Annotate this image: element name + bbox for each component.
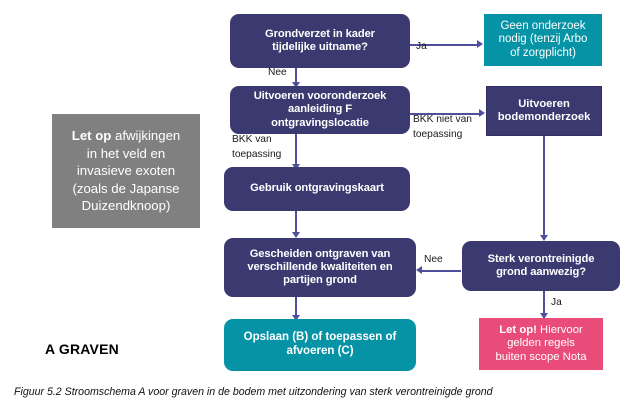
node-sterk-line2: grond aanwezig?: [496, 266, 586, 278]
section-label-a-graven: A GRAVEN: [45, 341, 119, 357]
connector-bkk-niet: [410, 113, 480, 115]
node-let-op-gray-line2: in het veld en: [86, 145, 166, 161]
edge-label-ja-bottom: Ja: [551, 297, 562, 308]
arrowhead-nee-mid: [416, 266, 422, 274]
node-gescheiden-line3: partijen grond: [283, 274, 357, 287]
edge-label-bkk-van-toepassing: BKK van toepassing: [232, 134, 282, 160]
arrowhead-nee-top: [292, 82, 300, 88]
arrowhead-bkk-niet: [479, 109, 485, 117]
node-ontgravingskaart-line1: Gebruik ontgravingskaart: [250, 182, 384, 195]
node-let-op-afwijkingen: Let op afwijkingen in het veld en invasi…: [52, 114, 200, 228]
node-let-op-gray-line4: (zoals de Japanse: [72, 180, 180, 196]
node-gescheiden-ontgraven[interactable]: Gescheiden ontgraven van verschillende k…: [224, 238, 416, 297]
node-geen-onderzoek-line1: Geen onderzoek: [500, 19, 586, 32]
node-geen-onderzoek-nodig[interactable]: Geen onderzoek nodig (tenzij Arbo of zor…: [484, 14, 602, 66]
node-let-op-pink-line2: gelden regels: [507, 337, 575, 350]
edge-label-ja-top: Ja: [416, 41, 427, 52]
node-opslaan-line1: Opslaan (B) of toepassen of: [243, 331, 397, 344]
node-gescheiden-line1: Gescheiden ontgraven van: [249, 247, 391, 260]
node-bodemonderzoek-line1: Uitvoeren: [518, 97, 570, 110]
edge-label-bkk-niet-van-toepassing: BKK niet van toepassing: [413, 114, 472, 140]
connector-gescheiden-opslaan: [295, 297, 297, 319]
node-sterk-verontreinigde-grond[interactable]: Sterk verontreinigde grond aanwezig?: [462, 241, 620, 291]
connector-ja-bottom: [543, 291, 545, 318]
arrowhead-ontgraving-gescheiden: [292, 232, 300, 238]
node-let-op-gray-bold: Let op: [71, 128, 112, 144]
node-let-op-gray-line5: Duizendknoop): [81, 198, 171, 214]
node-sterk-line1: Sterk verontreinigde: [487, 252, 595, 265]
figure-caption: Figuur 5.2 Stroomschema A voor graven in…: [14, 386, 493, 398]
node-let-op-gray-line3: invasieve exoten: [76, 163, 176, 179]
node-opslaan-line2: afvoeren (C): [286, 345, 354, 357]
node-let-op-pink-rest1: Hiervoor: [536, 324, 583, 336]
node-vooronderzoek-line3: ontgravingslocatie: [271, 116, 369, 129]
node-vooronderzoek-line1: Uitvoeren vooronderzoek: [253, 90, 387, 103]
node-grondverzet-line2: tijdelijke uitname?: [272, 41, 368, 53]
node-bodemonderzoek-line2: bodemonderzoek: [497, 111, 591, 123]
connector-ja-top: [410, 44, 478, 46]
node-opslaan-toepassen-afvoeren[interactable]: Opslaan (B) of toepassen of afvoeren (C): [224, 319, 416, 371]
node-uitvoeren-bodemonderzoek[interactable]: Uitvoeren bodemonderzoek: [486, 86, 602, 136]
node-gebruik-ontgravingskaart[interactable]: Gebruik ontgravingskaart: [224, 167, 410, 211]
arrowhead-ja-bottom: [540, 313, 548, 319]
node-let-op-pink-bold: Let op!: [499, 324, 537, 336]
arrowhead-gescheiden-opslaan: [292, 315, 300, 321]
node-geen-onderzoek-line2: nodig (tenzij Arbo: [498, 33, 588, 46]
connector-nee-mid: [421, 270, 461, 272]
node-gescheiden-line2: verschillende kwaliteiten en: [247, 260, 393, 273]
node-grondverzet-tijdelijke-uitname[interactable]: Grondverzet in kader tijdelijke uitname?: [230, 14, 410, 68]
connector-bodem-sterk: [543, 136, 545, 239]
node-let-op-pink-line1: Let op! Hiervoor: [495, 324, 586, 337]
edge-label-nee-mid: Nee: [424, 254, 443, 265]
node-let-op-gray-line1: Let op afwijkingen: [72, 127, 180, 144]
node-vooronderzoek-line2: aanleiding F: [287, 103, 353, 116]
node-grondverzet-line1: Grondverzet in kader: [265, 27, 375, 40]
edge-label-nee-top: Nee: [268, 67, 287, 78]
arrowhead-bodem-sterk: [540, 235, 548, 241]
connector-ontgraving-gescheiden: [295, 211, 297, 236]
node-let-op-gray-rest1: afwijkingen: [111, 128, 181, 144]
node-let-op-pink-line3: buiten scope Nota: [495, 350, 587, 363]
connector-nee-top: [295, 68, 297, 86]
node-let-op-buiten-scope: Let op! Hiervoor gelden regels buiten sc…: [479, 318, 603, 370]
node-geen-onderzoek-line3: of zorgplicht): [510, 46, 576, 59]
node-uitvoeren-vooronderzoek[interactable]: Uitvoeren vooronderzoek aanleiding F ont…: [230, 86, 410, 134]
connector-bkk-van: [295, 134, 297, 168]
arrowhead-ja-top: [477, 40, 483, 48]
